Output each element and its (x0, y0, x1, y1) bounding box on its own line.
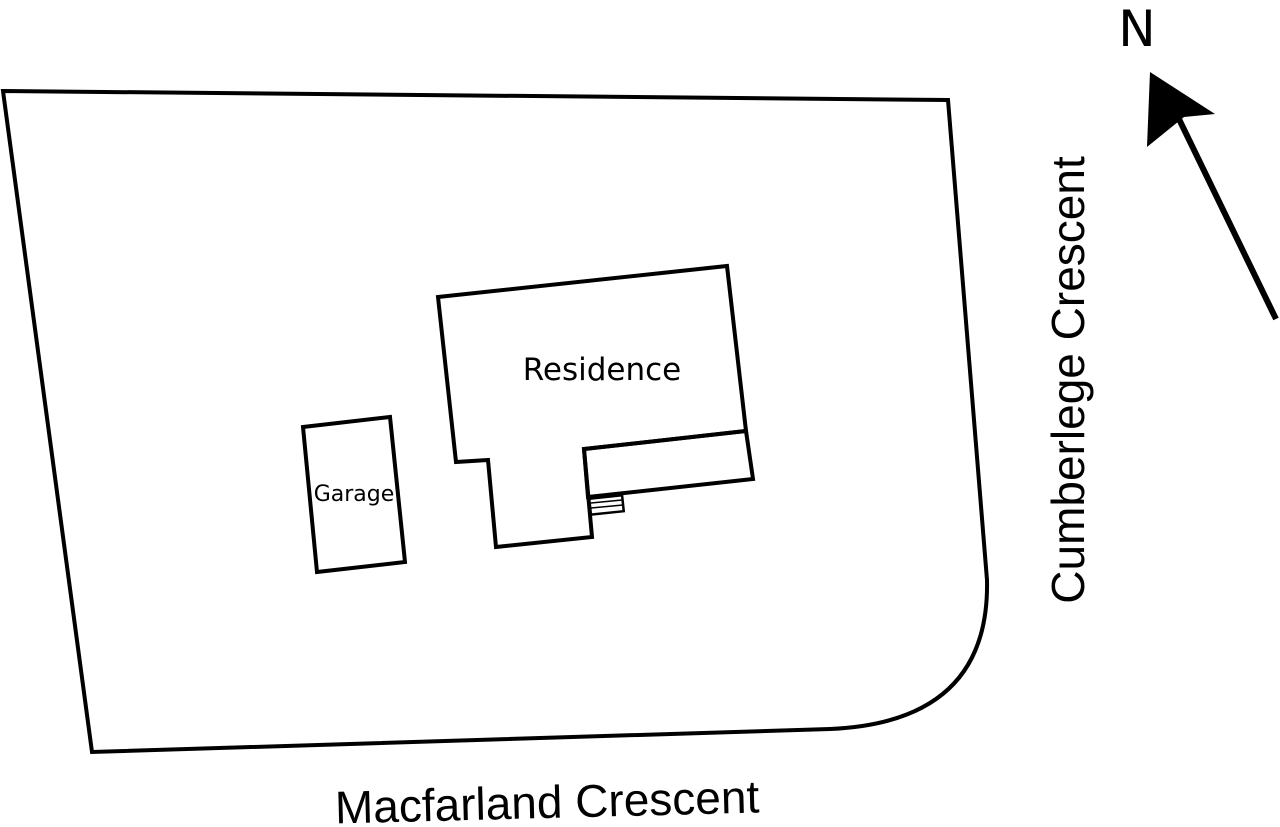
street-label-macfarland: Macfarland Crescent (334, 770, 760, 827)
residence-label: Residence (523, 352, 682, 388)
residence-footprint (435, 263, 749, 550)
north-arrow-icon (1147, 72, 1279, 321)
residence-steps (587, 493, 626, 517)
garage-label: Garage (314, 482, 395, 507)
property-boundary (0, 88, 990, 755)
garage-footprint (300, 414, 408, 575)
north-label: N (1118, 0, 1155, 58)
residence-annex (581, 428, 756, 500)
street-label-cumberlege: Cumberlege Crescent (1042, 156, 1094, 604)
